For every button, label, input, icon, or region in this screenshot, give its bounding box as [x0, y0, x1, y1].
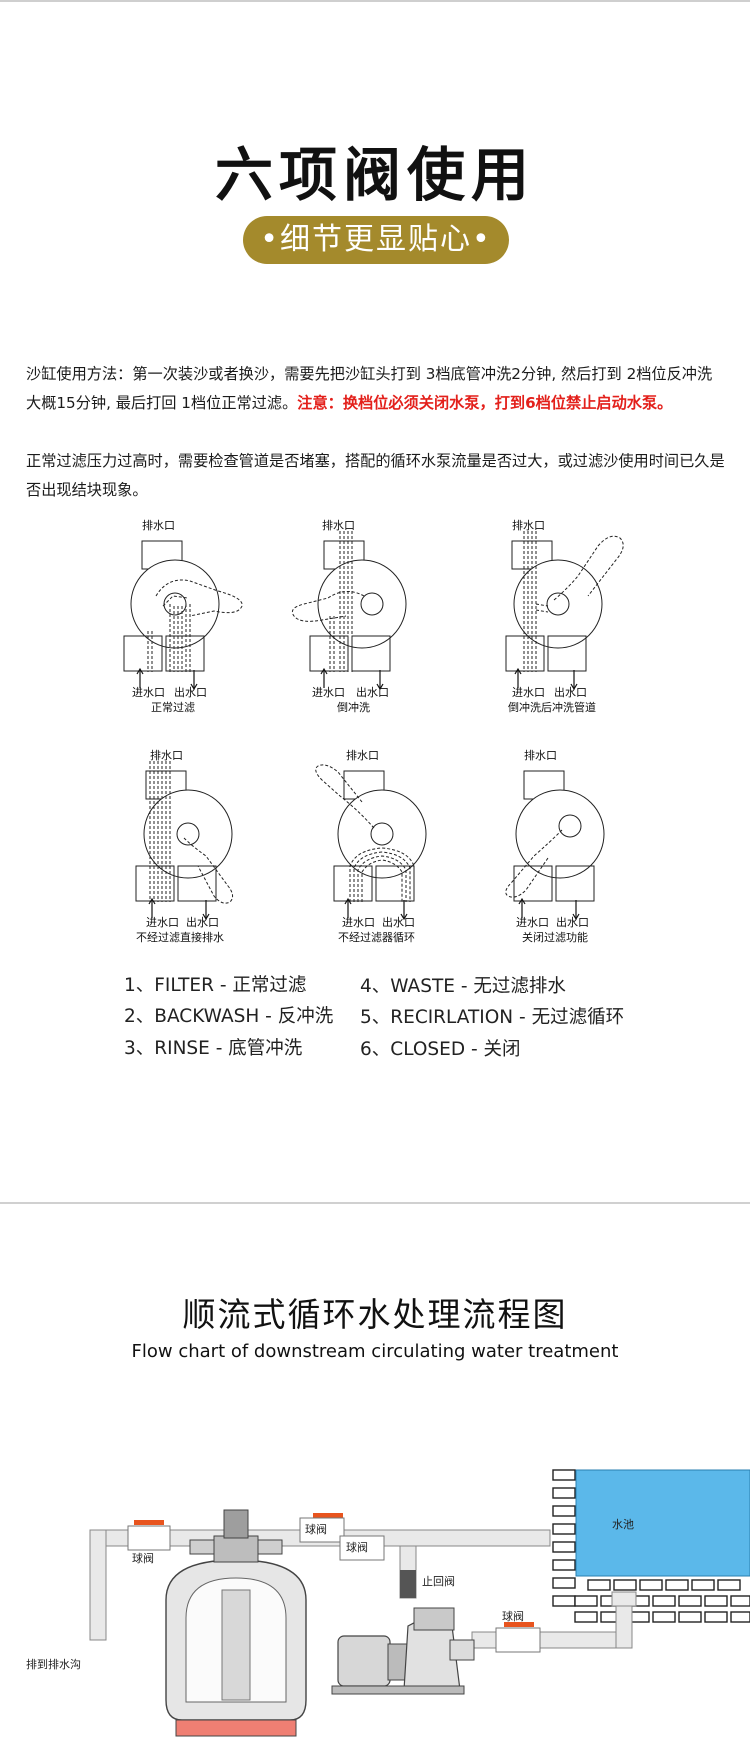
inlet-label: 进水口: [512, 686, 545, 699]
ball-valve-label-top1: 球阀: [305, 1523, 327, 1536]
valve-diagram-filter: 排水口 进水口 出水口 正常过滤: [118, 516, 268, 716]
instruction-main-text: 沙缸使用方法：第一次装沙或者换沙，需要先把沙缸头打到 3档底管冲洗2分钟, 然后…: [26, 365, 713, 412]
instruction-warning-text: 注意：换档位必须关闭水泵，打到6档位禁止启动水泵。: [297, 394, 673, 412]
ball-valve-label-left: 球阀: [132, 1552, 154, 1565]
inlet-label: 进水口: [342, 916, 375, 929]
valve-filter-drawing: [123, 540, 243, 691]
legend-item-rinse: 3、RINSE - 底管冲洗: [124, 1038, 303, 1059]
drain-to-ditch-label: 排到排水沟: [26, 1658, 81, 1671]
flow-chart-title: 顺流式循环水处理流程图: [182, 1295, 568, 1334]
drain-port-label: 排水口: [346, 749, 379, 762]
valve-handles: [134, 1513, 534, 1627]
instruction-paragraph-1: 沙缸使用方法：第一次装沙或者换沙，需要先把沙缸头打到 3档底管冲洗2分钟, 然后…: [26, 360, 726, 418]
sand-filter-tank: [165, 1509, 307, 1737]
legend-item-filter: 1、FILTER - 正常过滤: [124, 975, 307, 996]
page-title: 六项阀使用: [214, 141, 535, 209]
outlet-label: 出水口: [186, 916, 219, 929]
valve-recirculation-drawing: [315, 764, 427, 921]
valve-diagram-rinse: 排水口 进水口 出水口 倒冲洗后冲洗管道: [498, 516, 638, 716]
flow-chart-subtitle: Flow chart of downstream circulating wat…: [131, 1341, 619, 1362]
flow-chart-drawing: [89, 1469, 750, 1737]
mode-label: 正常过滤: [151, 701, 195, 714]
inlet-label: 进水口: [132, 686, 165, 699]
drain-port-label: 排水口: [512, 519, 545, 532]
pool-label: 水池: [612, 1518, 634, 1531]
outlet-label: 出水口: [554, 686, 587, 699]
outlet-label: 出水口: [556, 916, 589, 929]
ball-valve-label-top2: 球阀: [346, 1541, 368, 1554]
section-divider: [0, 1202, 750, 1204]
ball-valve-label-bottom: 球阀: [502, 1610, 524, 1623]
outlet-label: 出水口: [382, 916, 415, 929]
legend-item-recirculation: 5、RECIRLATION - 无过滤循环: [360, 1007, 625, 1028]
valve-closed-drawing: [505, 770, 605, 921]
instruction-paragraph-2: 正常过滤压力过高时，需要检查管道是否堵塞，搭配的循环水泵流量是否过大，或过滤沙使…: [26, 452, 725, 499]
brick-wall: [552, 1469, 750, 1623]
check-valve: [400, 1570, 416, 1598]
valve-diagram-closed: 排水口 进水口 出水口 关闭过滤功能: [494, 746, 634, 946]
check-valve-label: 止回阀: [422, 1575, 455, 1588]
inlet-label: 进水口: [146, 916, 179, 929]
drain-port-label: 排水口: [150, 749, 183, 762]
mode-label: 倒冲洗后冲洗管道: [508, 701, 596, 714]
legend-item-backwash: 2、BACKWASH - 反冲洗: [124, 1006, 334, 1027]
valve-backwash-drawing: [291, 531, 407, 691]
mode-label: 关闭过滤功能: [522, 931, 588, 944]
flow-chart-diagram: 球阀 球阀 球阀 止回阀 球阀 水池 排到排水沟: [0, 1440, 750, 1738]
inlet-label: 进水口: [312, 686, 345, 699]
mode-label: 不经过滤直接排水: [136, 931, 224, 944]
water-pump: [331, 1607, 475, 1695]
mode-label: 不经过滤器循环: [338, 931, 415, 944]
top-divider: [0, 0, 750, 2]
drain-port-label: 排水口: [524, 749, 557, 762]
pool-water: [575, 1469, 750, 1577]
valve-waste-drawing: [135, 761, 234, 921]
tagline-badge: •细节更显贴心•: [243, 216, 509, 264]
valve-diagram-recirculation: 排水口 进水口 出水口 不经过滤器循环: [310, 746, 460, 946]
valve-diagram-waste: 排水口 进水口 出水口 不经过滤直接排水: [132, 746, 272, 946]
outlet-label: 出水口: [174, 686, 207, 699]
legend-item-waste: 4、WASTE - 无过滤排水: [360, 976, 566, 997]
valve-rinse-drawing: [505, 531, 624, 691]
mode-label: 倒冲洗: [337, 701, 370, 714]
inlet-label: 进水口: [516, 916, 549, 929]
drain-port-label: 排水口: [322, 519, 355, 532]
drain-port-label: 排水口: [142, 519, 175, 532]
legend-item-closed: 6、CLOSED - 关闭: [360, 1039, 521, 1060]
outlet-label: 出水口: [356, 686, 389, 699]
valve-diagram-backwash: 排水口 进水口 出水口 倒冲洗: [286, 516, 451, 716]
